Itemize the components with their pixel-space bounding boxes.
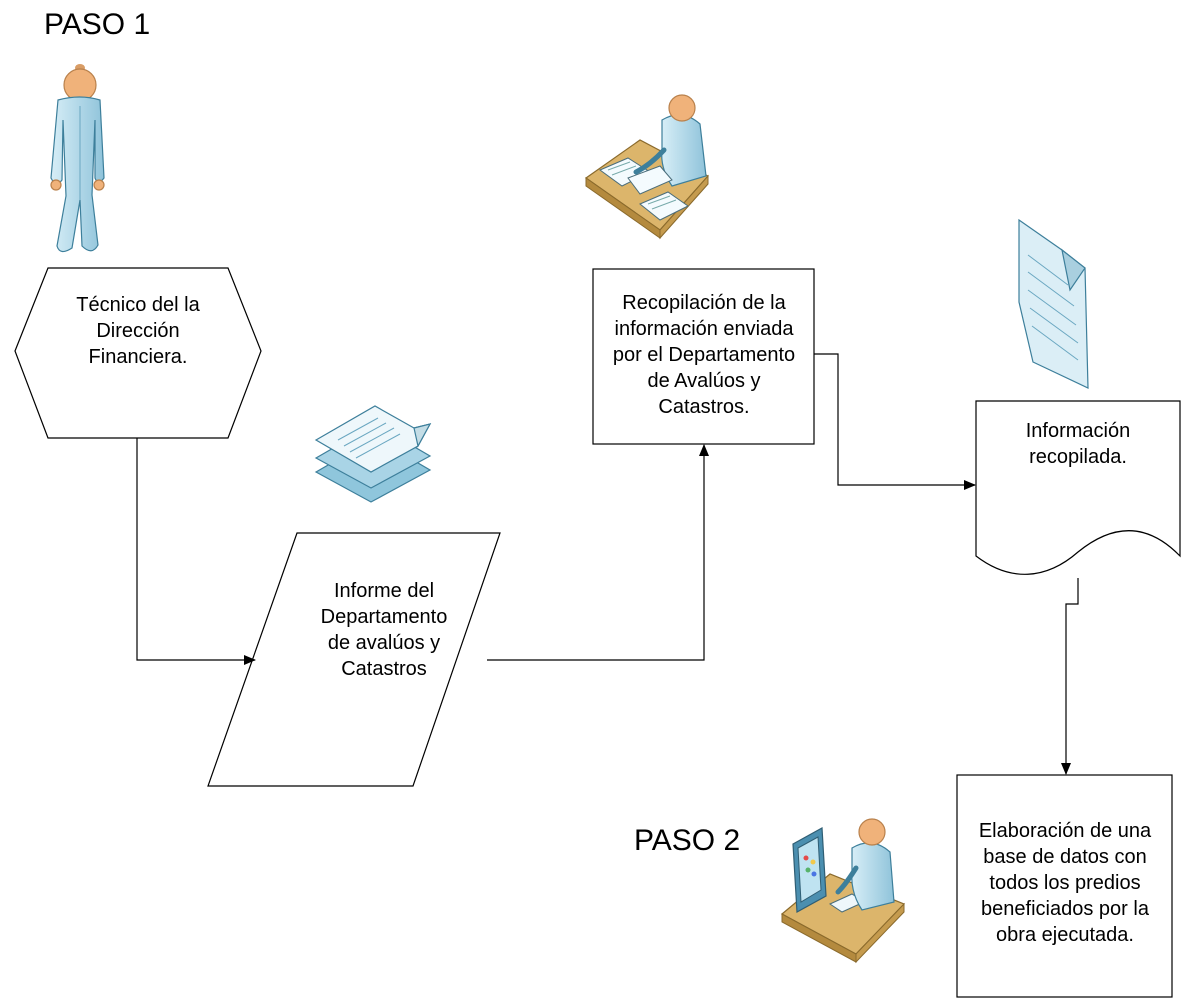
desk-worker-icon (584, 94, 709, 240)
standing-person-icon (50, 64, 105, 253)
database-line-2: base de datos con (983, 846, 1147, 868)
database-line-5: obra ejecutada. (996, 924, 1134, 946)
compilation-label: Recopilación de la información enviada p… (594, 290, 814, 420)
connector-report-to-compilation (487, 444, 709, 661)
computer-worker-icon (780, 818, 906, 964)
technician-line-3: Financiera. (88, 346, 188, 368)
compilation-node (592, 268, 815, 445)
document-stack-icon (314, 405, 432, 503)
technician-line-1: Técnico del la (76, 294, 200, 316)
report-node (207, 532, 501, 787)
connector-technician-to-report (136, 438, 256, 665)
database-line-1: Elaboración de una (978, 820, 1152, 842)
compiled-info-line-1: Información (1025, 420, 1131, 442)
connector-info-to-database (1061, 578, 1079, 775)
compilation-line-1: Recopilación de la (622, 292, 786, 314)
technician-label: Técnico del la Dirección Financiera. (48, 292, 228, 370)
step1-title: PASO 1 (44, 8, 151, 41)
document-icon (1018, 218, 1089, 389)
compilation-line-2: información enviada (614, 318, 794, 340)
compiled-info-node (975, 400, 1181, 575)
technician-line-2: Dirección (96, 320, 180, 342)
database-line-3: todos los predios (989, 872, 1141, 894)
report-line-3: de avalúos y (327, 632, 441, 654)
step2-title: PASO 2 (634, 824, 741, 857)
compiled-info-label: Información recopilada. (976, 418, 1180, 470)
report-line-1: Informe del (333, 580, 435, 602)
connector-compilation-to-info (814, 353, 976, 490)
report-line-4: Catastros (341, 658, 427, 680)
technician-node (14, 267, 262, 439)
database-label: Elaboración de una base de datos con tod… (958, 818, 1172, 948)
report-label: Informe del Departamento de avalúos y Ca… (284, 578, 484, 682)
compiled-info-line-2: recopilada. (1029, 446, 1127, 468)
compilation-line-4: de Avalúos y (647, 370, 761, 392)
database-line-4: beneficiados por la (981, 898, 1149, 920)
compilation-line-3: por el Departamento (612, 344, 796, 366)
database-node (956, 774, 1173, 998)
compilation-line-5: Catastros. (658, 396, 750, 418)
report-line-2: Departamento (320, 606, 448, 628)
